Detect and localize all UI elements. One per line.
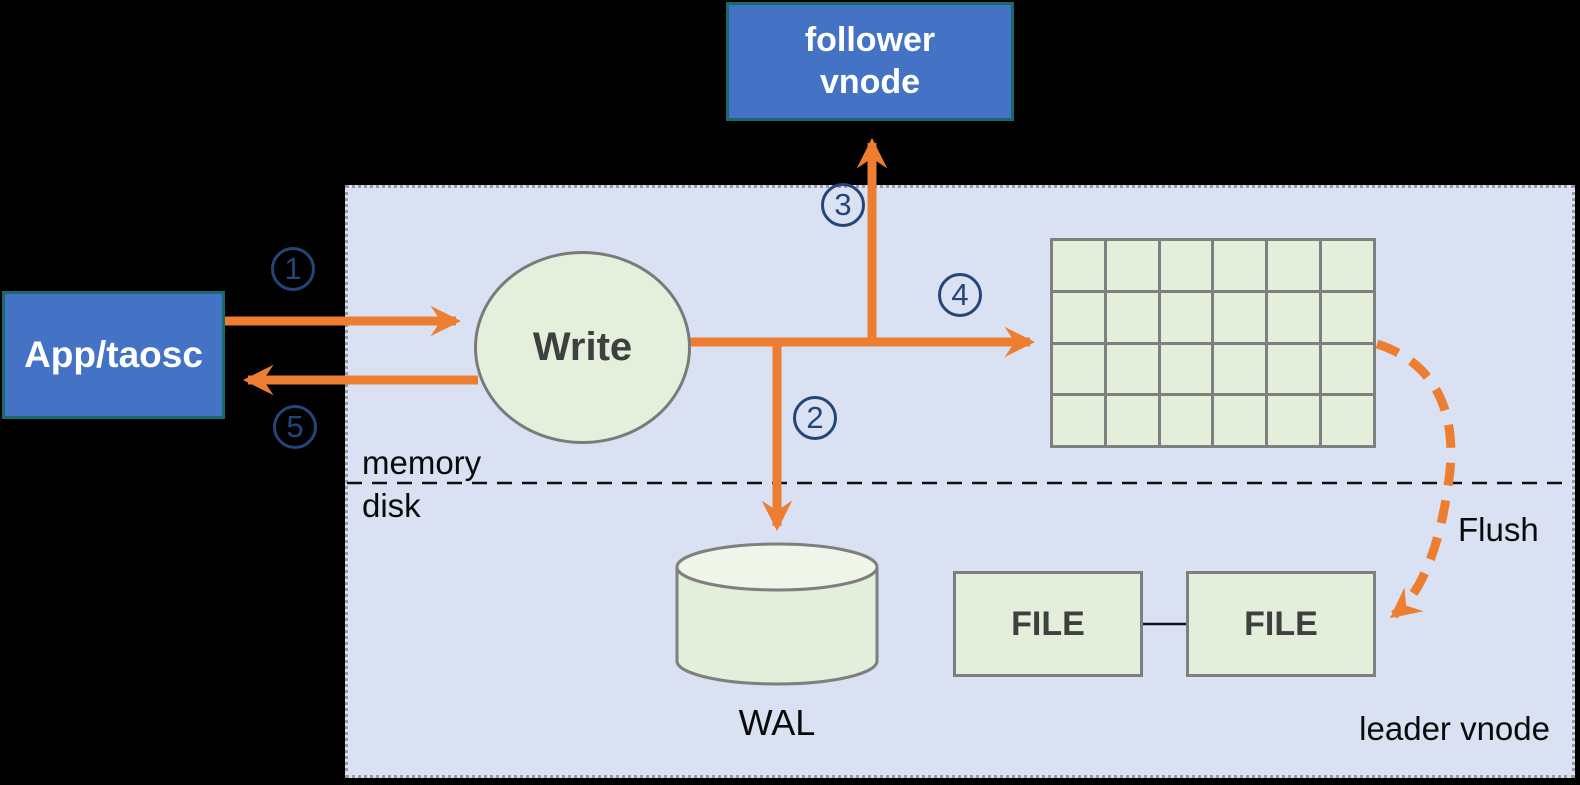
memtable-cell — [1160, 292, 1212, 342]
step-badge-4: 4 — [938, 273, 982, 317]
memtable-cell — [1214, 396, 1266, 445]
step-badge-2: 2 — [793, 396, 837, 440]
memtable-cell — [1053, 344, 1104, 394]
memtable-cell — [1268, 396, 1320, 445]
memtable-cell — [1106, 292, 1158, 342]
memtable-cell — [1214, 241, 1266, 290]
memtable-cell — [1268, 344, 1320, 394]
memtable-cell — [1053, 396, 1104, 445]
follower-vnode-label: follower vnode — [804, 21, 936, 101]
memtable-cell — [1106, 241, 1158, 290]
leader-vnode-label: leader vnode — [1359, 710, 1550, 747]
memtable-cell — [1268, 241, 1320, 290]
step-badge-3: 3 — [821, 183, 865, 227]
app-taosc-label: App/taosc — [24, 334, 203, 375]
memtable-cell — [1053, 241, 1104, 290]
memtable-cell — [1214, 292, 1266, 342]
disk-label: disk — [362, 487, 421, 524]
app-taosc-box: App/taosc — [2, 291, 225, 419]
file-left-label: FILE — [1011, 604, 1085, 643]
memtable-cell — [1322, 292, 1373, 342]
step-badge-1: 1 — [271, 247, 315, 291]
flush-label: Flush — [1458, 511, 1539, 548]
memtable-grid — [1050, 238, 1376, 448]
file-right-label: FILE — [1244, 604, 1318, 643]
follower-vnode-box: follower vnode — [726, 2, 1014, 121]
memtable-cell — [1106, 396, 1158, 445]
write-label: Write — [532, 325, 633, 369]
memtable-cell — [1160, 396, 1212, 445]
memory-label: memory — [362, 444, 482, 481]
memtable-cell — [1268, 292, 1320, 342]
memtable-cell — [1322, 396, 1373, 445]
file-box-right: FILE — [1186, 571, 1376, 677]
step-badge-5: 5 — [273, 405, 317, 449]
file-box-left: FILE — [953, 571, 1143, 677]
memtable-cell — [1106, 344, 1158, 394]
memtable-cell — [1160, 241, 1212, 290]
write-process-circle: Write — [474, 251, 691, 444]
wal-label: WAL — [738, 702, 816, 743]
memtable-cell — [1053, 292, 1104, 342]
memtable-cell — [1214, 344, 1266, 394]
memtable-cell — [1160, 344, 1212, 394]
memtable-cell — [1322, 344, 1373, 394]
memtable-cell — [1322, 241, 1373, 290]
